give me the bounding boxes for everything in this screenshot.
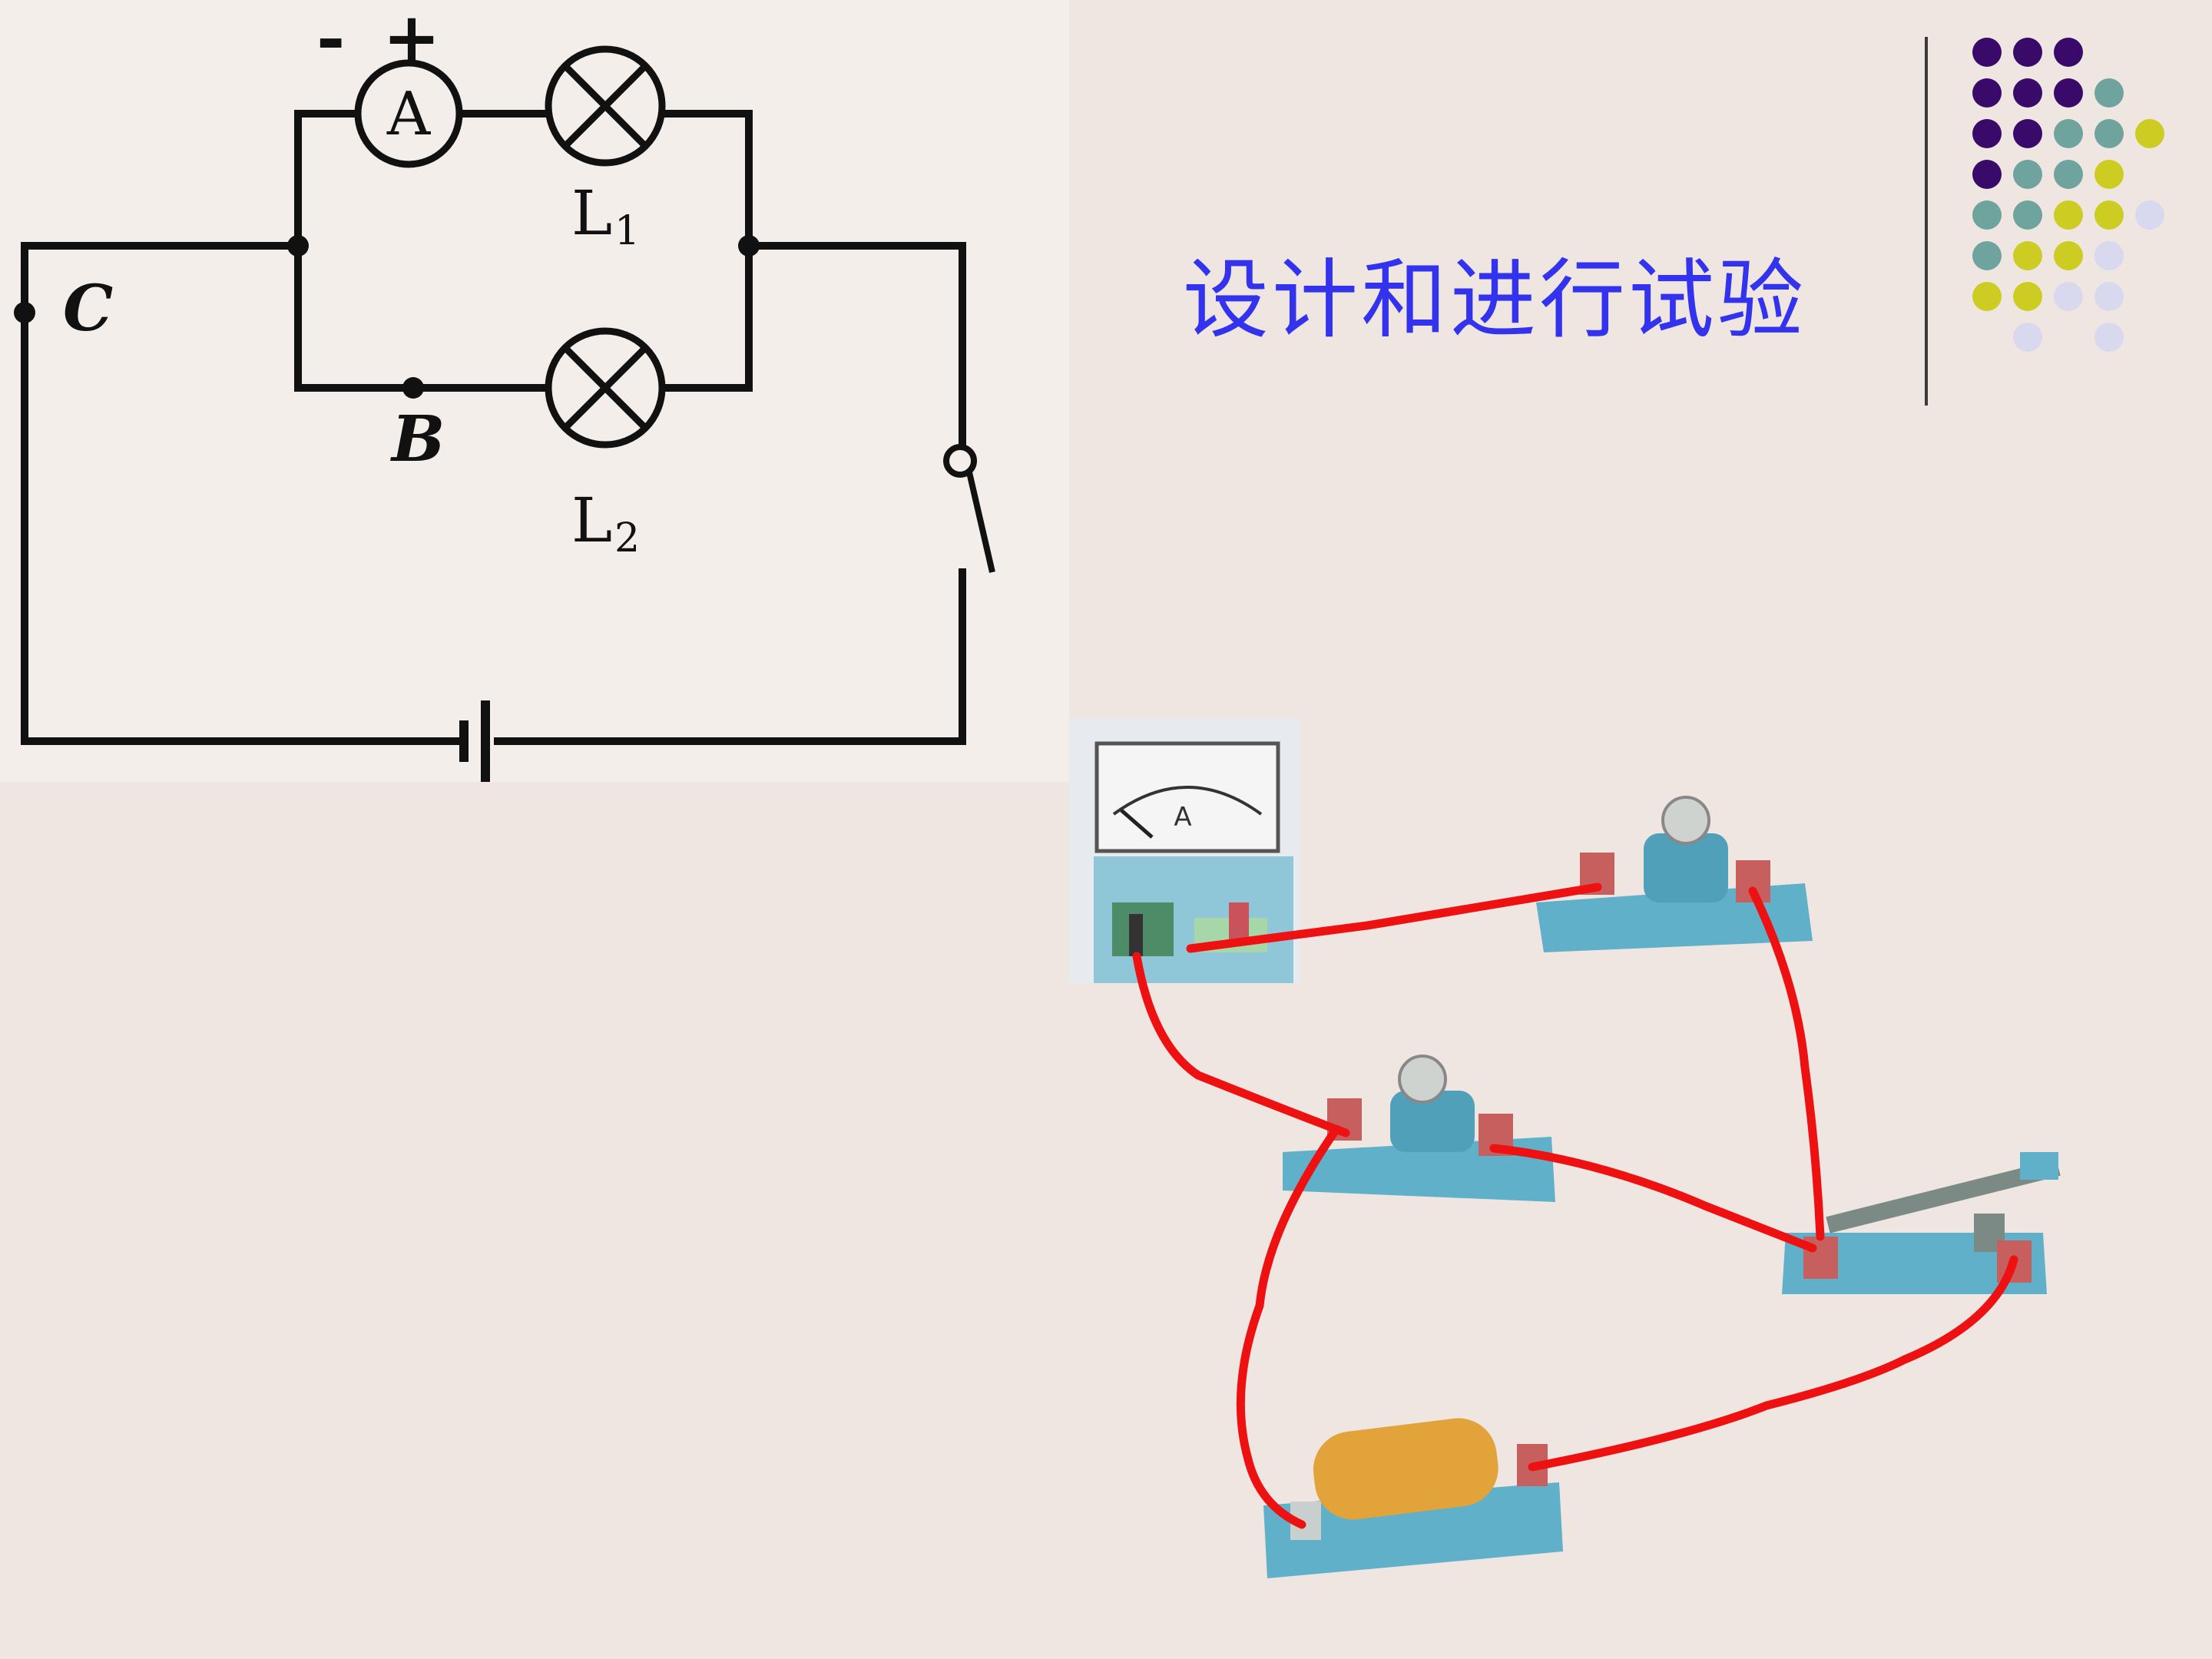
point-b-label: B (390, 402, 445, 476)
decorative-dot (2135, 200, 2164, 230)
decorative-dot (2013, 323, 2042, 352)
decorative-dot (2054, 38, 2083, 67)
decorative-dot (2094, 241, 2124, 270)
decorative-dot-grid (1972, 38, 2164, 352)
lamp-l2-subscript: 2 (614, 515, 640, 561)
decorative-dot (2054, 119, 2083, 148)
decorative-dot (2013, 119, 2042, 148)
decorative-dot (2094, 78, 2124, 108)
decorative-dot (2094, 160, 2124, 189)
decorative-dot (2013, 200, 2042, 230)
decorative-dot (2094, 119, 2124, 148)
decorative-dot (2013, 160, 2042, 189)
ammeter-device: A (1069, 718, 1300, 983)
wire-ammeter-to-l2 (1132, 952, 1350, 1137)
decorative-dot (2054, 160, 2083, 189)
decorative-dot (2054, 241, 2083, 270)
decorative-dot (2135, 119, 2164, 148)
wire-battery-to-switch (1528, 1255, 2018, 1472)
decorative-dot (2054, 282, 2083, 311)
switch-pivot (943, 444, 977, 478)
lamp-l1-device (1536, 796, 1813, 952)
point-c-dot (14, 302, 35, 323)
slide-title: 设计和进行试验 (1183, 250, 1806, 350)
decorative-dot (2054, 78, 2083, 108)
decorative-dot (2094, 323, 2124, 352)
decorative-dot (2094, 282, 2124, 311)
lamp-l2-symbol (545, 327, 666, 449)
lamp-l2-label: L (571, 485, 612, 556)
decorative-dot (1972, 78, 2002, 108)
switch-device (1782, 1152, 2061, 1294)
point-b-dot (402, 377, 424, 399)
decorative-dot (2094, 200, 2124, 230)
decorative-dot (1972, 282, 2002, 311)
decorative-dot (1972, 38, 2002, 67)
lamp-l1-label: L (571, 177, 612, 249)
point-c-label: C (63, 272, 113, 346)
wire-left-vertical (21, 242, 465, 745)
decorative-dot (2013, 241, 2042, 270)
decorative-divider (1925, 37, 1928, 406)
wire-right-top (745, 242, 966, 445)
decorative-dot (2013, 78, 2042, 108)
ammeter-label: A (386, 80, 432, 149)
switch-blade (966, 472, 995, 573)
junction-left (287, 235, 309, 257)
circuit-schematic: A - + L 1 L 2 C B (14, 0, 995, 782)
decorative-dot (2013, 282, 2042, 311)
schematic-panel: A - + L 1 L 2 C B (0, 0, 1069, 782)
wire-l2-to-switch (1489, 1144, 1817, 1253)
wire-ammeter-to-l1 (1186, 882, 1602, 953)
decorative-dot (2054, 200, 2083, 230)
ammeter-face-label: A (1174, 802, 1191, 833)
lamp-l1-symbol (545, 45, 666, 167)
ammeter-symbol (354, 59, 463, 168)
decorative-dot (1972, 119, 2002, 148)
wire-battery-right (494, 568, 966, 745)
decorative-dot (1972, 241, 2002, 270)
decorative-dot (2013, 38, 2042, 67)
decorative-dot (1972, 200, 2002, 230)
decorative-dot (1972, 160, 2002, 189)
lamp-l2-device (1283, 1055, 1555, 1202)
ammeter-plus-label: + (382, 0, 440, 78)
lamp-l1-subscript: 1 (614, 208, 640, 254)
wire-l1-to-switch (1748, 886, 1825, 1241)
battery-device (1263, 1418, 1563, 1578)
wire-l2-to-battery (1236, 1124, 1341, 1529)
ammeter-minus-label: - (316, 0, 345, 78)
junction-right (738, 235, 760, 257)
